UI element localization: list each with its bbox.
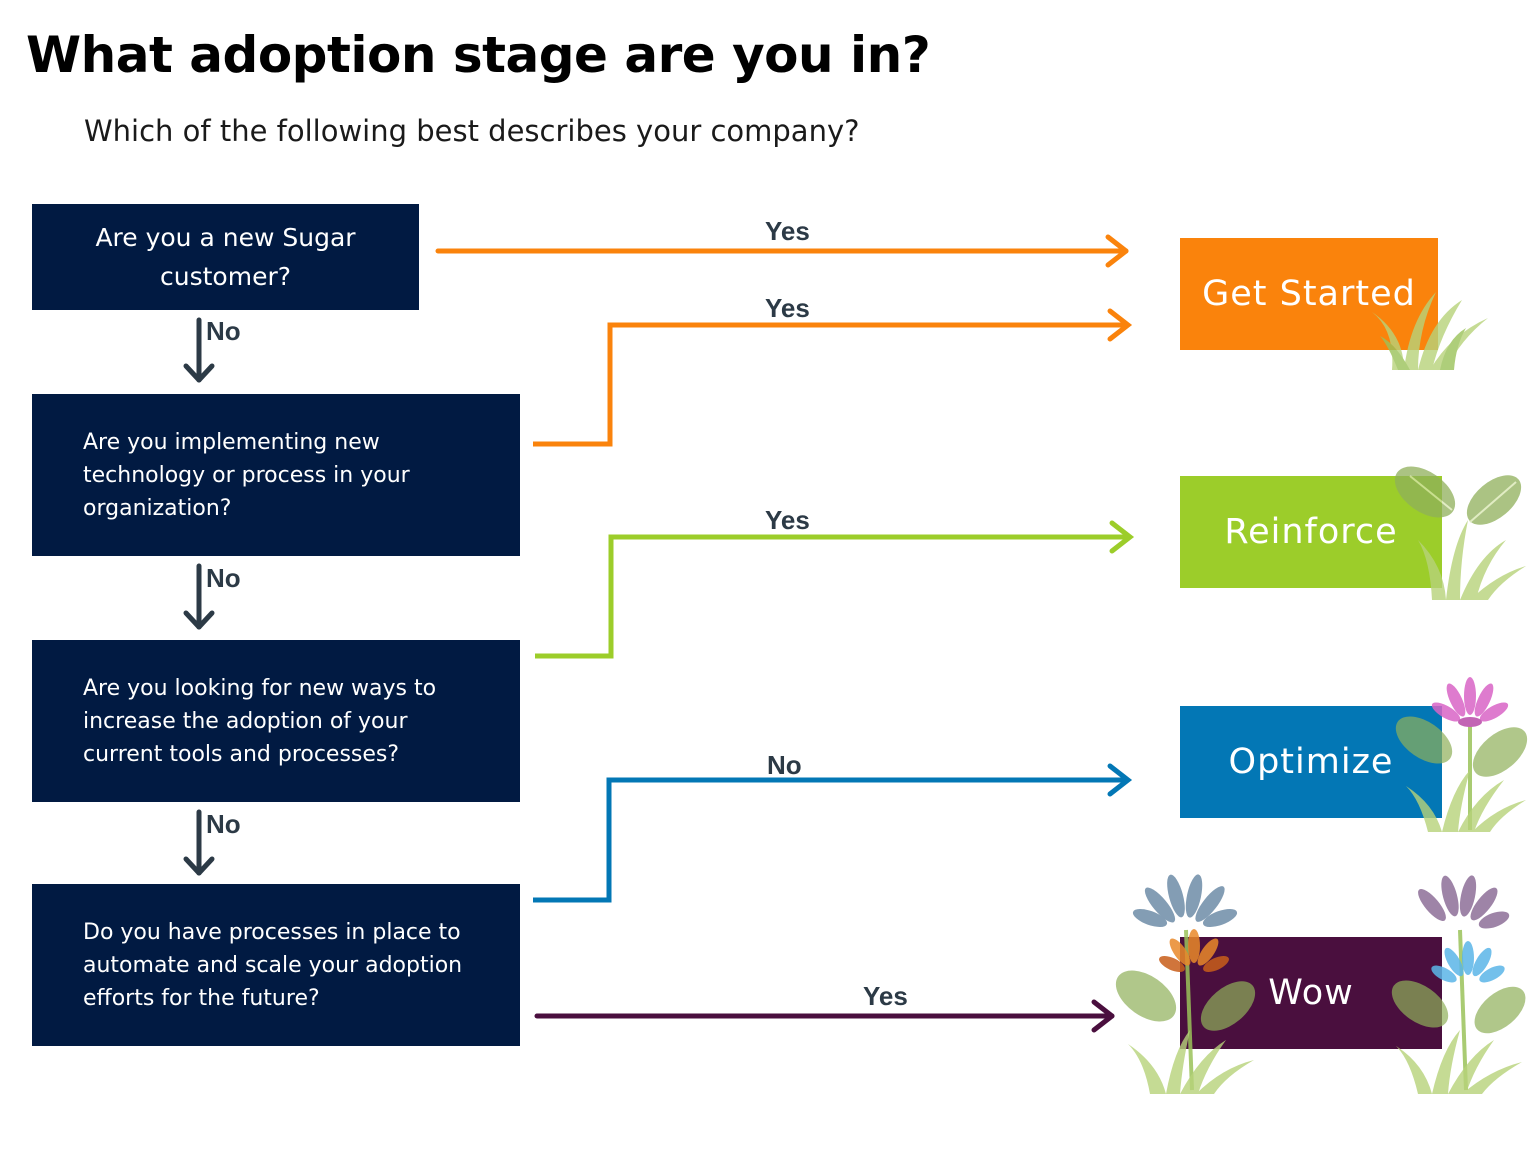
arrow-q4-wow [534, 999, 1115, 1033]
question-text-1: Are you a new Sugar customer? [95, 223, 356, 291]
arrow-q4-optimize [533, 763, 1133, 903]
question-text-4: Do you have processes in place to automa… [83, 919, 463, 1011]
question-box-1: Are you a new Sugar customer? [32, 204, 419, 310]
yes-label-3: Yes [765, 505, 810, 535]
no-label-1: No [206, 316, 241, 346]
arrow-q2-get-started [533, 308, 1133, 447]
stage-optimize: Optimize [1180, 706, 1442, 818]
no-label-3: No [206, 809, 241, 839]
stage-get-started: Get Started [1180, 238, 1438, 350]
down-arrow-1 [183, 317, 215, 383]
yes-label-wow: Yes [863, 981, 908, 1011]
stage-wow: Wow [1180, 937, 1442, 1049]
no-label-2: No [206, 563, 241, 593]
yes-label-2: Yes [765, 293, 810, 323]
question-box-3: Are you looking for new ways to increase… [32, 640, 520, 802]
down-arrow-2 [183, 563, 215, 630]
question-text-2: Are you implementing new technology or p… [83, 429, 410, 521]
question-box-2: Are you implementing new technology or p… [32, 394, 520, 556]
page-title: What adoption stage are you in? [26, 26, 931, 84]
yes-label-1: Yes [765, 216, 810, 246]
question-box-4: Do you have processes in place to automa… [32, 884, 520, 1046]
no-label-optimize: No [767, 750, 802, 780]
page-subtitle: Which of the following best describes yo… [84, 114, 860, 148]
arrow-q3-reinforce [535, 520, 1135, 659]
stage-reinforce: Reinforce [1180, 476, 1442, 588]
question-text-3: Are you looking for new ways to increase… [83, 675, 437, 767]
arrow-q1-get-started [435, 234, 1129, 268]
down-arrow-3 [183, 809, 215, 876]
